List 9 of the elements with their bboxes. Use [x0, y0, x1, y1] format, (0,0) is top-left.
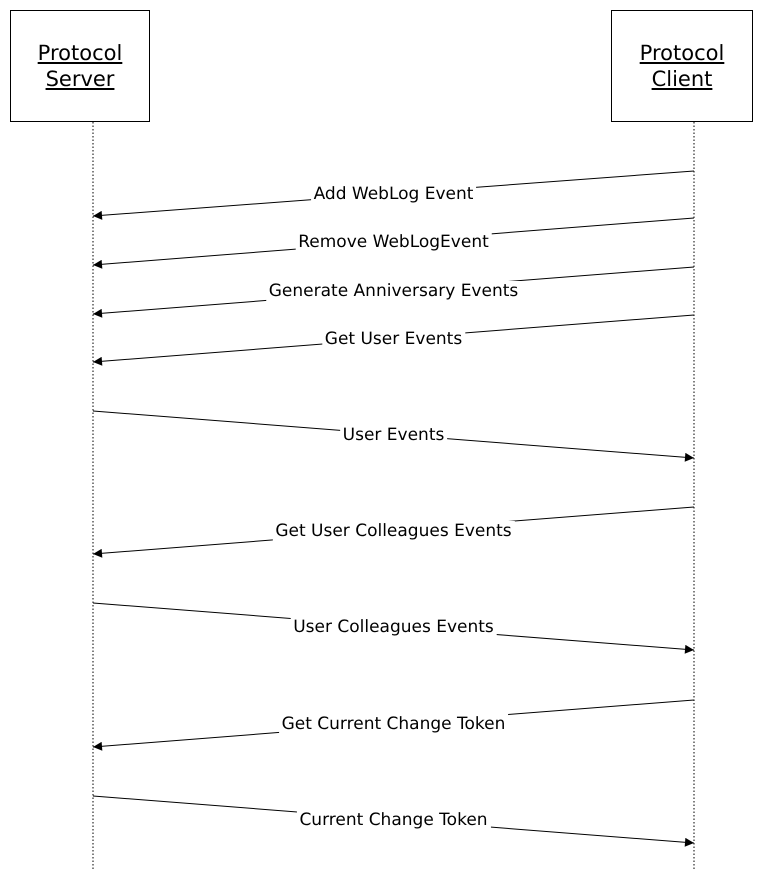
- message-label: Generate Anniversary Events: [266, 280, 522, 300]
- message-label: Current Change Token: [296, 810, 491, 830]
- message-label: Get User Colleagues Events: [272, 520, 515, 540]
- message-label: Add WebLog Event: [310, 184, 476, 204]
- participant-name: Protocol Client: [638, 40, 726, 92]
- participant-name: Protocol Server: [36, 40, 124, 92]
- message-label: User Colleagues Events: [290, 616, 497, 636]
- message-label: Remove WebLogEvent: [295, 232, 492, 252]
- message-label: Get Current Change Token: [278, 714, 508, 734]
